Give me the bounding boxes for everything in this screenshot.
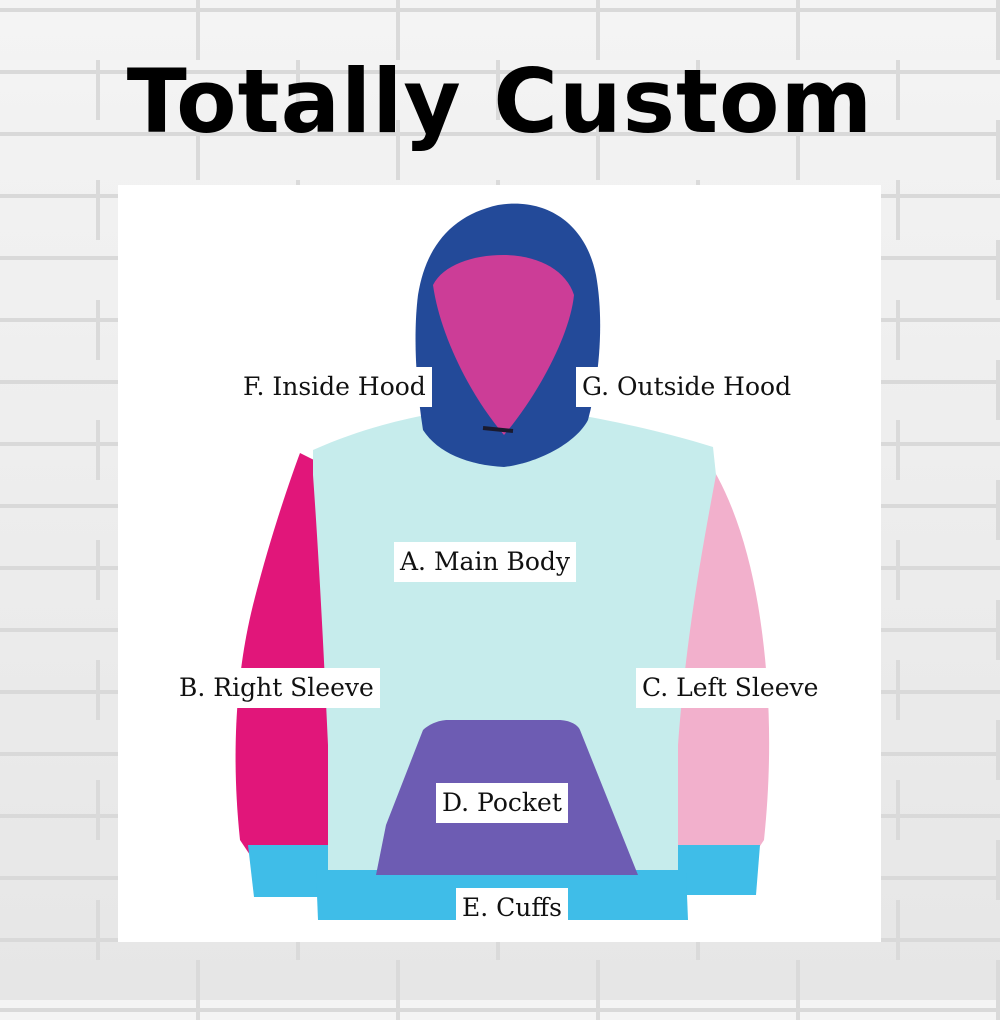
brick-wall-row xyxy=(0,960,1000,1020)
brick-wall-row xyxy=(0,0,1000,60)
pocket-label: D. Pocket xyxy=(436,783,568,823)
outside-hood-label: G. Outside Hood xyxy=(576,367,798,407)
inside-hood-label: F. Inside Hood xyxy=(237,367,432,407)
page-title: Totally Custom xyxy=(126,50,874,153)
left-sleeve-label: C. Left Sleeve xyxy=(636,668,825,708)
right-sleeve-label: B. Right Sleeve xyxy=(173,668,380,708)
brick-wall-row xyxy=(0,120,1000,180)
cuffs-label: E. Cuffs xyxy=(456,888,568,928)
drawstring xyxy=(482,426,514,433)
main-body-label: A. Main Body xyxy=(394,542,577,582)
inside-hood-shape[interactable] xyxy=(433,255,574,435)
brick-wall-row xyxy=(0,60,1000,120)
